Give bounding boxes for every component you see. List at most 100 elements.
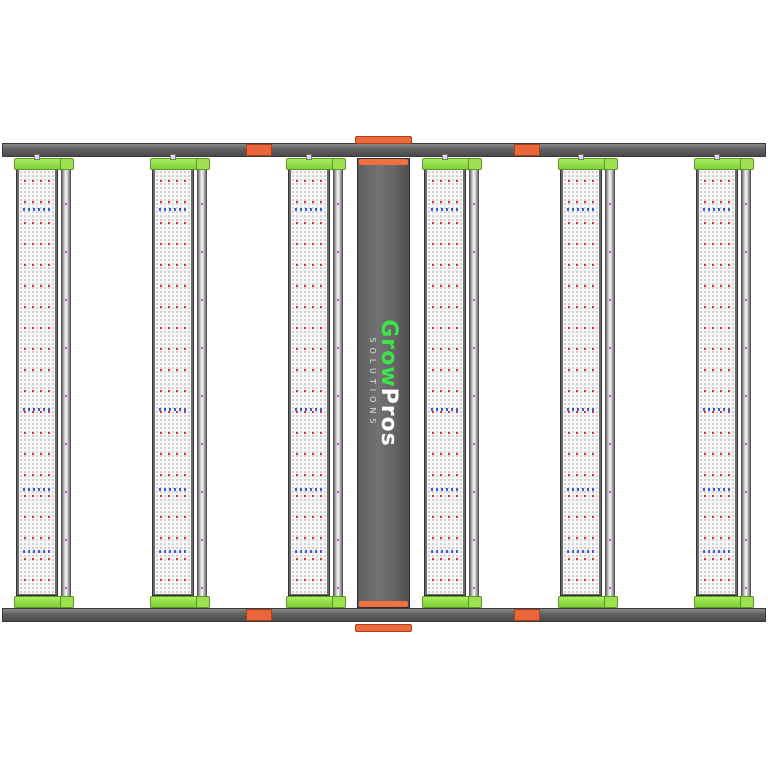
red-led	[304, 558, 306, 560]
mount-screw	[170, 154, 176, 160]
red-led	[168, 222, 170, 224]
bottom-mount-bracket	[694, 596, 744, 608]
red-led	[168, 474, 170, 476]
blue-led	[708, 488, 710, 491]
red-led	[592, 222, 594, 224]
blue-led	[159, 488, 161, 491]
red-led	[704, 558, 706, 560]
red-led	[456, 516, 458, 518]
uv-led	[609, 587, 611, 589]
led-board	[155, 170, 191, 594]
blue-led	[723, 488, 725, 491]
red-led	[176, 327, 178, 329]
red-led	[568, 453, 570, 455]
blue-led	[431, 208, 433, 211]
red-led	[568, 495, 570, 497]
uv-led	[201, 251, 203, 253]
red-led	[176, 411, 178, 413]
red-led	[184, 516, 186, 518]
blue-led	[300, 550, 302, 553]
red-led	[304, 285, 306, 287]
red-led	[168, 453, 170, 455]
red-led	[312, 411, 314, 413]
red-led	[312, 390, 314, 392]
red-led	[24, 285, 26, 287]
red-led	[720, 180, 722, 182]
blue-led	[728, 488, 730, 491]
red-led	[296, 390, 298, 392]
red-led	[24, 306, 26, 308]
red-led	[712, 243, 714, 245]
blue-led	[456, 488, 458, 491]
blue-led	[174, 488, 176, 491]
red-led	[456, 537, 458, 539]
red-led	[712, 285, 714, 287]
red-led	[592, 495, 594, 497]
blue-led	[572, 488, 574, 491]
red-led	[168, 516, 170, 518]
red-led	[48, 516, 50, 518]
top-side-bracket	[740, 158, 754, 170]
blue-led	[164, 488, 166, 491]
red-led	[704, 474, 706, 476]
red-led	[720, 453, 722, 455]
red-led	[440, 495, 442, 497]
blue-led	[179, 408, 181, 411]
uv-led	[201, 395, 203, 397]
red-led	[448, 537, 450, 539]
red-led	[32, 369, 34, 371]
red-led	[320, 537, 322, 539]
red-led	[720, 411, 722, 413]
red-led	[296, 411, 298, 413]
led-bar-2	[150, 154, 210, 608]
red-led	[456, 495, 458, 497]
red-led	[320, 411, 322, 413]
blue-led	[431, 488, 433, 491]
blue-led	[708, 208, 710, 211]
bottom-side-bracket	[332, 596, 346, 608]
red-led	[184, 579, 186, 581]
red-led	[432, 579, 434, 581]
blue-led	[582, 208, 584, 211]
red-led	[40, 285, 42, 287]
red-led	[320, 432, 322, 434]
red-led	[576, 285, 578, 287]
red-led	[320, 348, 322, 350]
red-led	[704, 327, 706, 329]
red-led	[176, 369, 178, 371]
red-led	[720, 579, 722, 581]
red-led	[160, 348, 162, 350]
red-led	[440, 348, 442, 350]
blue-led	[28, 550, 30, 553]
red-led	[440, 327, 442, 329]
blue-led	[28, 208, 30, 211]
blue-led	[572, 208, 574, 211]
blue-led	[28, 488, 30, 491]
red-led	[592, 243, 594, 245]
red-led	[24, 453, 26, 455]
red-led	[440, 516, 442, 518]
red-led	[48, 390, 50, 392]
top-right-clip	[514, 144, 540, 156]
red-led	[320, 306, 322, 308]
red-led	[32, 306, 34, 308]
red-led	[48, 432, 50, 434]
blue-led	[305, 488, 307, 491]
red-led	[720, 264, 722, 266]
red-led	[24, 243, 26, 245]
blue-led	[164, 208, 166, 211]
uv-led	[337, 587, 339, 589]
red-led	[568, 474, 570, 476]
red-led	[728, 411, 730, 413]
top-side-bracket	[60, 158, 74, 170]
red-led	[176, 453, 178, 455]
red-led	[728, 201, 730, 203]
red-led	[32, 537, 34, 539]
red-led	[160, 222, 162, 224]
red-led	[728, 537, 730, 539]
blue-led	[48, 408, 50, 411]
red-led	[312, 243, 314, 245]
blue-led	[169, 488, 171, 491]
bottom-left-clip	[246, 609, 272, 621]
red-led	[720, 306, 722, 308]
